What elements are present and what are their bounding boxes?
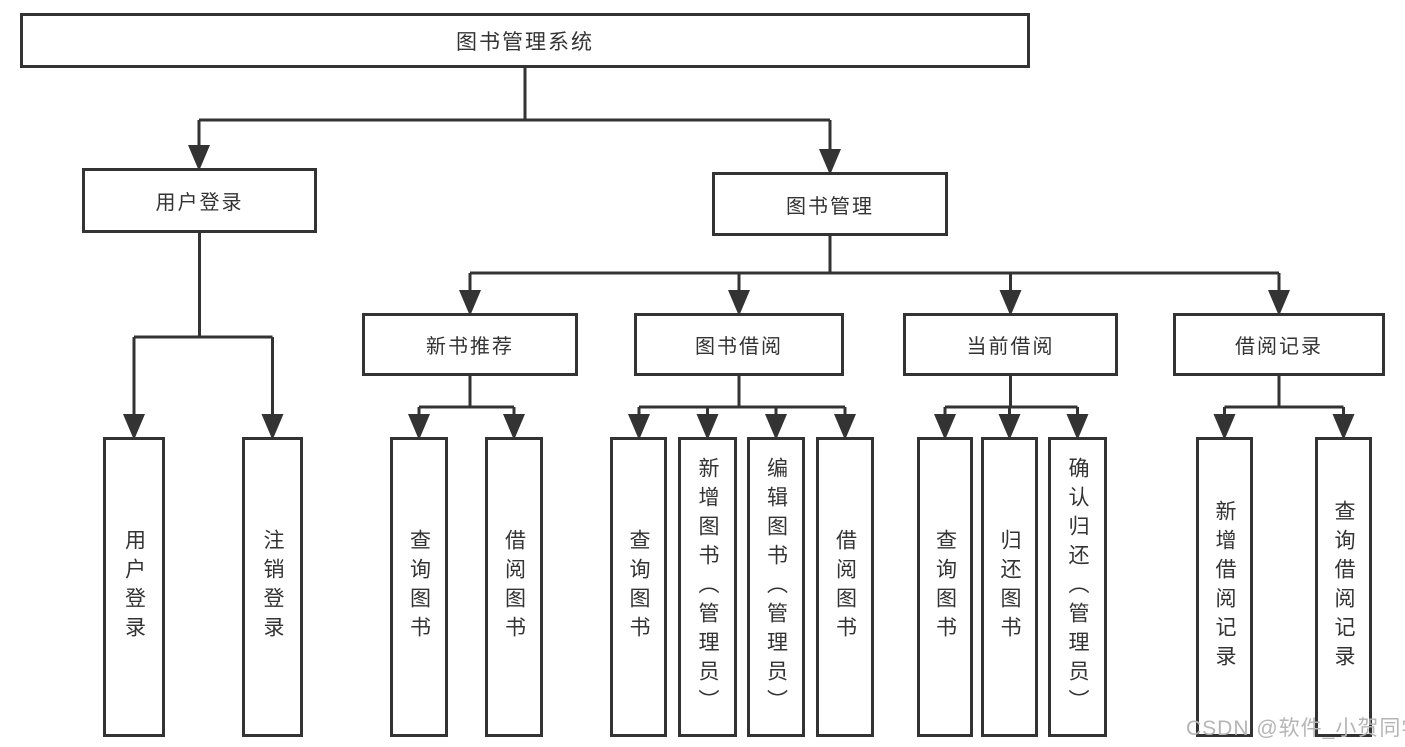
node-current-borrow-label: 当前借阅 — [966, 336, 1055, 358]
leaf-return-books: 归还图书 — [981, 437, 1038, 737]
leaf-query-books-2-label: 查询图书 — [627, 529, 651, 645]
node-current-borrow: 当前借阅 — [903, 313, 1118, 376]
watermark: CSDN @软件_小贺同学 — [1186, 717, 1405, 740]
leaf-borrow-books-2: 借阅图书 — [816, 437, 874, 737]
leaf-borrow-books-1-label: 借阅图书 — [502, 529, 526, 645]
leaf-borrow-books-2-label: 借阅图书 — [833, 529, 857, 645]
leaf-query-books-1-label: 查询图书 — [407, 529, 431, 645]
leaf-user-login-label: 用户登录 — [122, 529, 146, 645]
node-new-book-recommend: 新书推荐 — [362, 313, 578, 376]
leaf-logout-label: 注销登录 — [261, 529, 285, 645]
node-user-login: 用户登录 — [82, 168, 317, 233]
leaf-confirm-return-admin-label: 确认归还（管理员） — [1066, 456, 1090, 718]
node-book-management: 图书管理 — [712, 172, 948, 236]
leaf-user-login: 用户登录 — [103, 437, 165, 737]
leaf-query-books-3-label: 查询图书 — [933, 529, 957, 645]
leaf-confirm-return-admin: 确认归还（管理员） — [1048, 437, 1107, 737]
node-new-book-recommend-label: 新书推荐 — [426, 336, 514, 358]
leaf-add-borrow-record: 新增借阅记录 — [1196, 437, 1253, 737]
node-book-borrow-label: 图书借阅 — [695, 336, 783, 358]
leaf-add-books-admin-label: 新增图书（管理员） — [696, 456, 720, 718]
leaf-add-books-admin: 新增图书（管理员） — [678, 437, 737, 737]
leaf-return-books-label: 归还图书 — [998, 529, 1022, 645]
node-user-login-label: 用户登录 — [155, 192, 244, 214]
node-borrow-records: 借阅记录 — [1173, 313, 1385, 376]
leaf-add-borrow-record-label: 新增借阅记录 — [1213, 500, 1237, 674]
leaf-query-books-3: 查询图书 — [917, 437, 973, 737]
leaf-query-books-1: 查询图书 — [390, 437, 448, 737]
node-root: 图书管理系统 — [20, 13, 1030, 68]
leaf-logout: 注销登录 — [242, 437, 303, 737]
leaf-borrow-books-1: 借阅图书 — [485, 437, 543, 737]
leaf-query-borrow-record: 查询借阅记录 — [1315, 437, 1372, 737]
leaf-query-books-2: 查询图书 — [610, 437, 667, 737]
leaf-edit-books-admin-label: 编辑图书（管理员） — [764, 456, 788, 718]
node-borrow-records-label: 借阅记录 — [1235, 336, 1323, 358]
node-book-management-label: 图书管理 — [786, 195, 874, 218]
node-root-label: 图书管理系统 — [456, 30, 594, 54]
leaf-query-borrow-record-label: 查询借阅记录 — [1332, 500, 1356, 674]
leaf-edit-books-admin: 编辑图书（管理员） — [747, 437, 805, 737]
node-book-borrow: 图书借阅 — [634, 313, 844, 376]
